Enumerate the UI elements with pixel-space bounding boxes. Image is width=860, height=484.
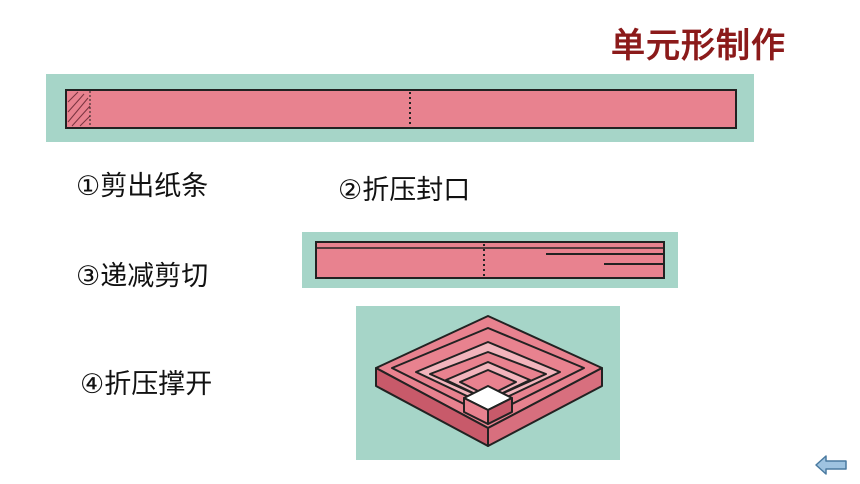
slide-title: 单元形制作 bbox=[611, 26, 786, 66]
hatched-end bbox=[67, 91, 91, 127]
folded-frame-illustration bbox=[356, 306, 620, 460]
paper-strip-illustration bbox=[46, 74, 754, 142]
step-1-label: ①剪出纸条 bbox=[76, 171, 209, 202]
core-block-right bbox=[487, 397, 513, 425]
step-2-label: ②折压封口 bbox=[338, 175, 471, 206]
step-3-label: ③递减剪切 bbox=[76, 261, 209, 292]
cut-strip-illustration bbox=[302, 232, 678, 288]
back-arrow-icon[interactable] bbox=[814, 454, 848, 476]
paper-strip bbox=[65, 89, 737, 129]
step-4-label: ④折压撑开 bbox=[80, 369, 213, 400]
outer-wall-right bbox=[487, 367, 603, 447]
